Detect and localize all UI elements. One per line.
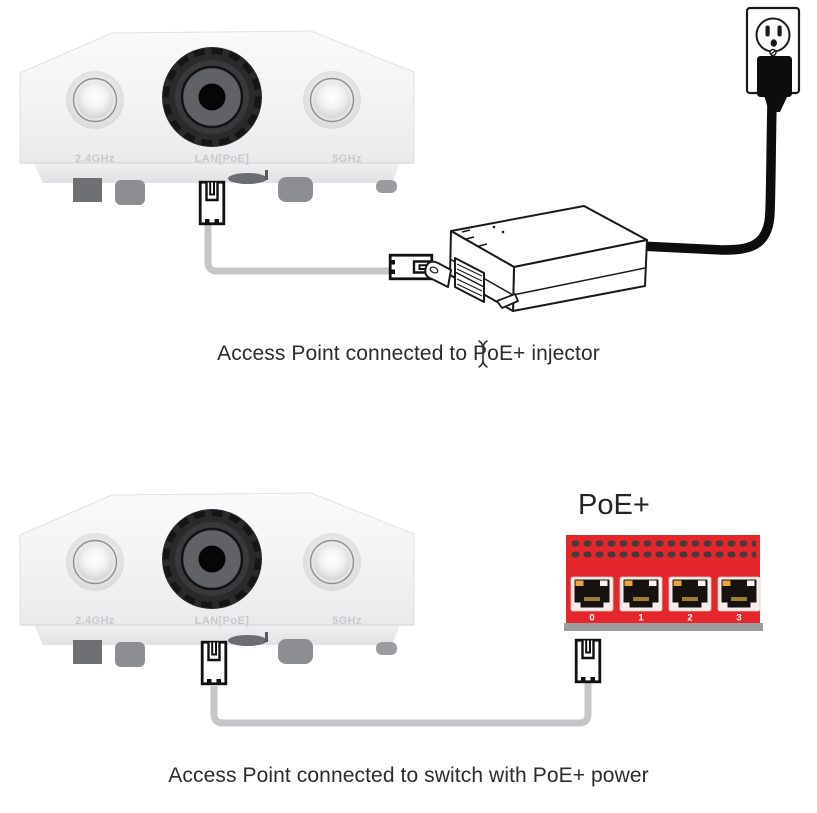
- poe-injector: [424, 205, 648, 312]
- access-point-bottom: [20, 493, 414, 667]
- poe-switch: PoE+ 0 1 2 3: [564, 489, 763, 631]
- power-plug: [757, 56, 792, 112]
- rj45-connector-ap: [200, 640, 228, 686]
- injector-mount-tab: [424, 260, 452, 288]
- port-number: 2: [687, 613, 692, 624]
- switch-port-1: [619, 576, 663, 612]
- port-number: 1: [638, 613, 644, 624]
- port-number: 3: [736, 613, 741, 624]
- wall-outlet: [745, 6, 801, 95]
- outlet-slot: [777, 25, 782, 37]
- rj45-connector-injector: [388, 253, 434, 281]
- outlet-screw: [769, 48, 777, 57]
- ethernet-cable: [210, 682, 592, 727]
- switch-body: [566, 535, 760, 623]
- switch-port-0: [570, 576, 614, 612]
- top-diagram-caption: Access Point connected to PoE+ injector: [217, 342, 600, 365]
- injector-rj45-ports: [454, 257, 485, 303]
- injector-bottom-tab: [496, 293, 519, 309]
- switch-base-strip: [564, 623, 763, 631]
- top-diagram: [20, 6, 801, 368]
- rj45-connector-ap: [198, 180, 226, 226]
- switch-port-2: [668, 576, 712, 612]
- injector-led-marks: [461, 225, 505, 247]
- power-cable: [635, 99, 777, 255]
- bottom-diagram: PoE+ 0 1 2 3: [20, 489, 763, 727]
- switch-port-3: [717, 576, 761, 612]
- access-point-top: [20, 31, 414, 205]
- ethernet-cable: [204, 224, 390, 275]
- outlet-slot: [765, 25, 770, 37]
- switch-vents: [570, 539, 756, 558]
- bottom-diagram-caption: Access Point connected to switch with Po…: [168, 764, 649, 787]
- port-number: 0: [589, 613, 594, 624]
- switch-label: PoE+: [578, 489, 650, 521]
- injector-case-seam: [449, 258, 646, 296]
- outlet-ground-hole: [770, 39, 777, 47]
- rj45-connector-switch: [574, 638, 602, 684]
